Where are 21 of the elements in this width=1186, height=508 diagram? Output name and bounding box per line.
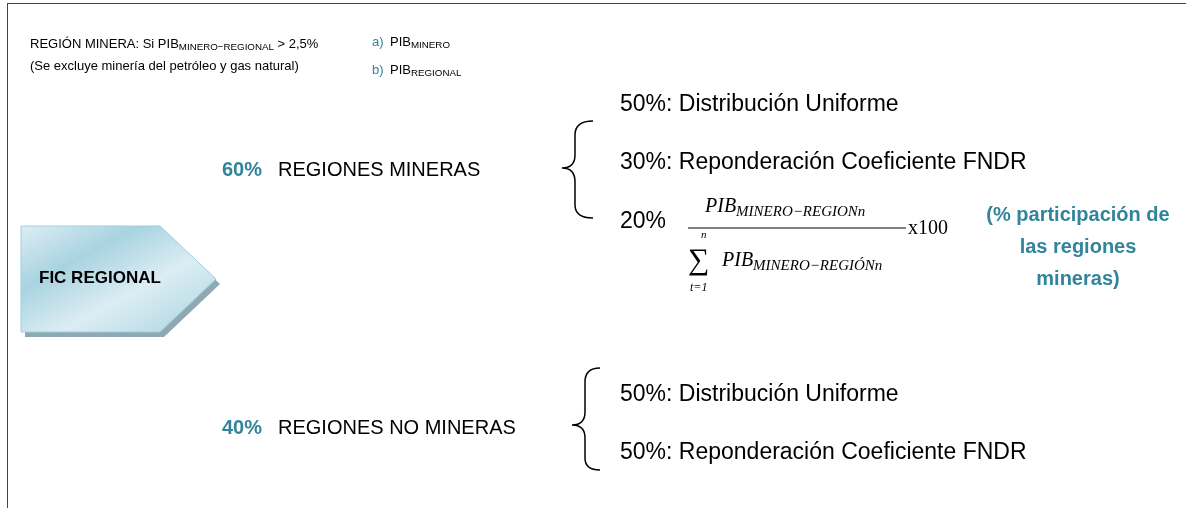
percentage-text: 60% (222, 157, 263, 182)
allocation-text: 30%: Reponderación Coeficiente FNDR (620, 147, 1027, 176)
summation-symbol: ∑ (688, 244, 710, 274)
category-text: REGIONES MINERAS (278, 157, 481, 182)
allocation-text: 50%: Reponderación Coeficiente FNDR (620, 437, 1027, 466)
allocation-text: 20% (620, 206, 667, 235)
list-marker: a) (372, 33, 384, 51)
note-text: (Se excluye minería del petróleo y gas natural) (30, 57, 299, 75)
allocation-text: 50%: Distribución Uniforme (620, 379, 899, 408)
sum-upper-limit: n (701, 228, 707, 240)
variable-text: PIB$_{MINERO}$ (390, 33, 450, 52)
node-label: FIC REGIONAL (39, 267, 161, 289)
percentage-text: 40% (222, 415, 263, 440)
sum-lower-limit: t=1 (690, 280, 708, 294)
category-text: REGIONES NO MINERAS (278, 415, 516, 440)
formula-text: x100 (908, 215, 948, 240)
list-marker: b) (372, 61, 384, 79)
condition-text: REGIÓN MINERA: Si PIB$_{MINERO−REGIONAL}$ > 2,5% (30, 35, 319, 54)
variable-text: PIB$_{REGIONAL}$ (390, 61, 462, 80)
formula-explanation: (% participación de las regiones mineras) (985, 202, 1171, 291)
allocation-text: 50%: Distribución Uniforme (620, 89, 899, 118)
